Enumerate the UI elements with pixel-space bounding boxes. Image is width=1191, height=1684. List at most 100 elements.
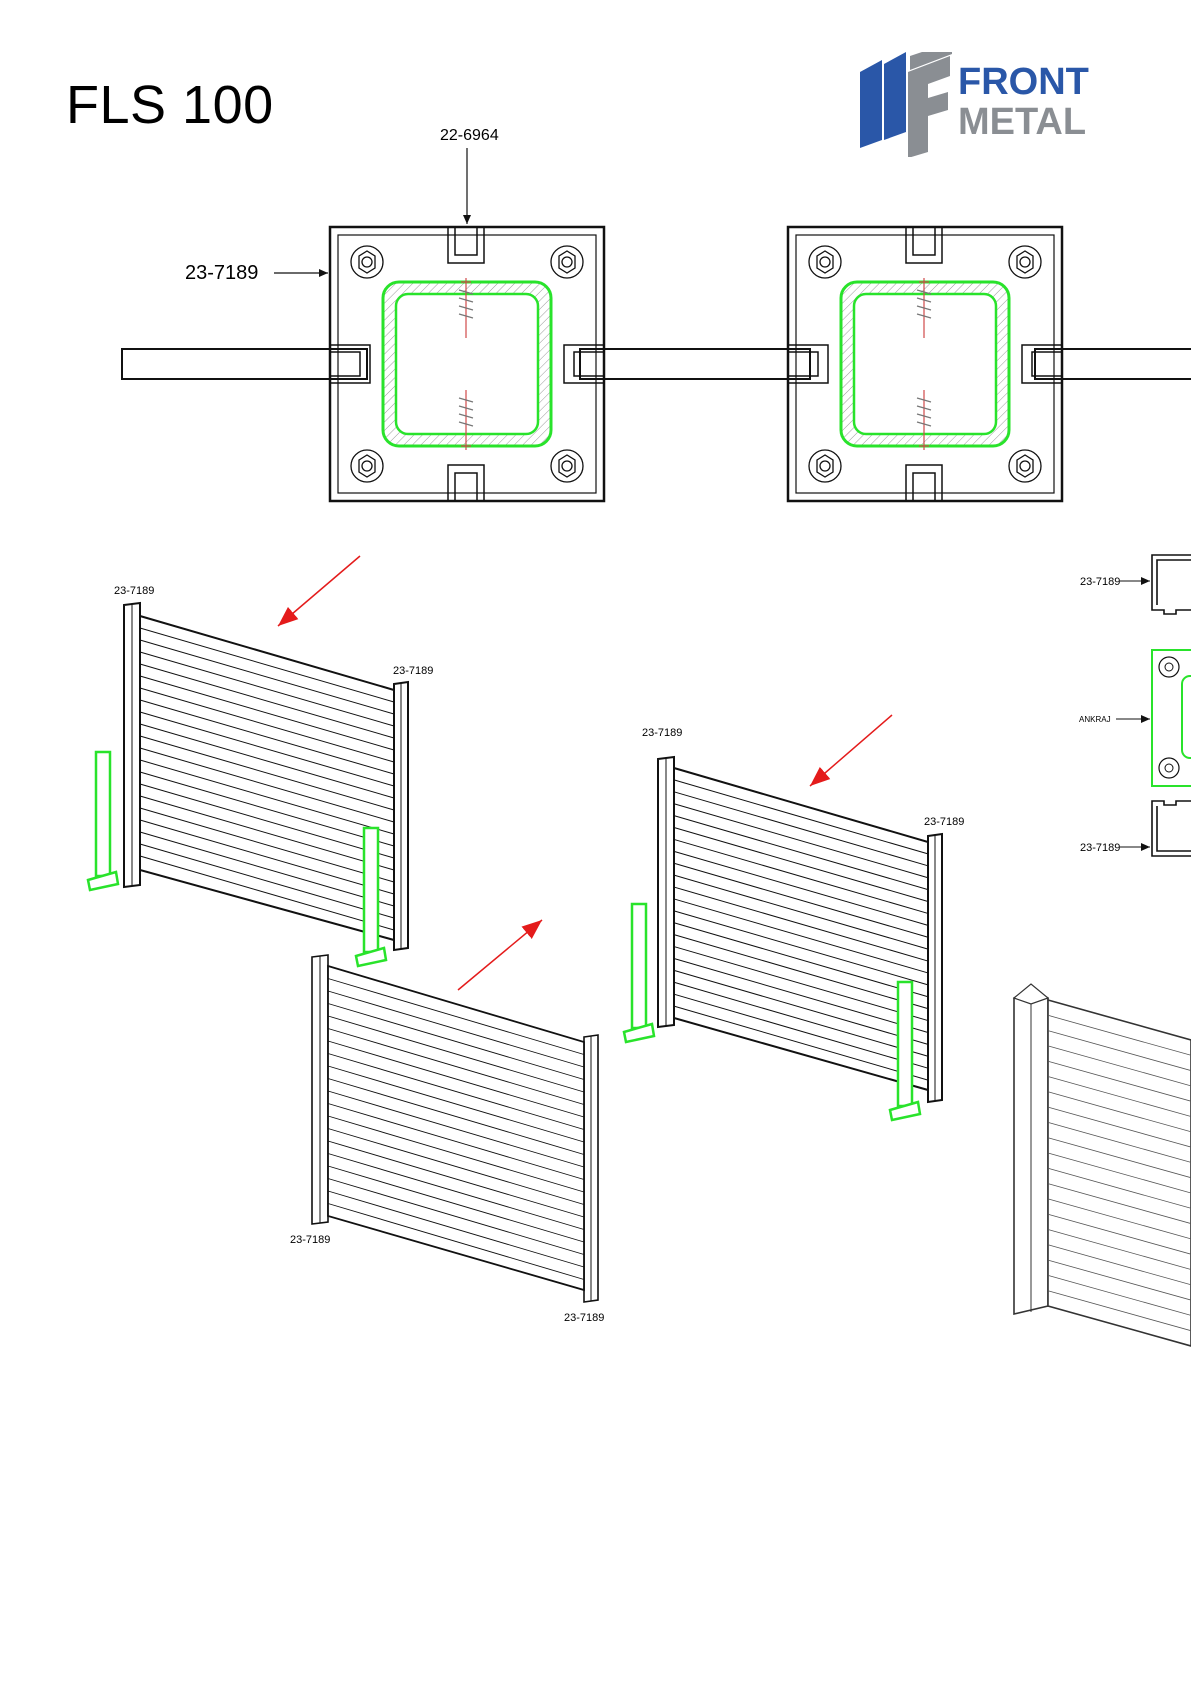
panel-slat <box>1047 1290 1191 1332</box>
green-post-c2 <box>888 980 922 1122</box>
panel-slat <box>1047 1122 1191 1163</box>
red-arrow-b <box>457 919 543 991</box>
panel-slat <box>673 827 929 903</box>
front-metal-logo: FRONT METAL <box>860 52 1089 157</box>
label-side-mid: ANKRAJ <box>1079 715 1111 724</box>
panel-section-middle <box>579 348 811 380</box>
panel-slat <box>673 969 929 1045</box>
panel-slat <box>1047 1045 1191 1087</box>
slats-c <box>673 779 929 1081</box>
panel-slat <box>673 862 929 938</box>
green-post-a1 <box>86 750 120 892</box>
panel-slat <box>139 771 395 847</box>
cross-section <box>121 148 1191 503</box>
red-arrow-c <box>809 714 893 787</box>
panel-slat <box>673 791 929 867</box>
panel-slat <box>673 898 929 974</box>
panel-slat <box>327 1115 585 1193</box>
panel-slat <box>327 1053 585 1130</box>
panel-slat <box>139 783 395 859</box>
panel-slat <box>139 855 395 931</box>
red-arrow-a <box>277 555 361 627</box>
panel-slat <box>673 886 929 962</box>
panel-slat <box>327 1153 585 1230</box>
slats-d <box>1047 1014 1191 1332</box>
side-profile-top <box>1151 554 1191 615</box>
panel-slat <box>673 922 929 998</box>
panel-slat <box>1047 1076 1191 1117</box>
post-section-b <box>786 225 1064 503</box>
panel-slat <box>139 843 395 919</box>
panel-slat <box>139 831 395 907</box>
panel-slat <box>673 910 929 986</box>
panel-slat <box>1047 1030 1191 1071</box>
panel-slat <box>327 1190 585 1268</box>
panel-slat <box>327 1140 585 1218</box>
post-section-a <box>328 225 606 503</box>
label-side-bot: 23-7189 <box>1080 842 1120 854</box>
slats-b <box>327 978 585 1280</box>
panel-slat <box>139 699 395 775</box>
panel-slat <box>327 1165 585 1243</box>
panel-slat <box>327 1203 585 1280</box>
panel-slat <box>327 1015 585 1093</box>
panel-slat <box>327 1178 585 1255</box>
panel-slat <box>1047 1213 1191 1255</box>
label-top-clip: 22-6964 <box>440 127 499 144</box>
panel-slat <box>139 807 395 883</box>
panel-slat <box>139 663 395 739</box>
panel-slat <box>1047 1152 1191 1194</box>
iso-panel-d <box>1012 983 1191 1347</box>
panel-slat <box>327 990 585 1068</box>
page-title: FLS 100 <box>66 75 274 135</box>
panel-slat <box>139 819 395 895</box>
panel-slat <box>1047 1275 1191 1316</box>
label-iso-b-right: 23-7189 <box>564 1312 604 1324</box>
iso-panel-c <box>657 755 943 1104</box>
label-iso-a-right: 23-7189 <box>393 665 433 677</box>
panel-slat <box>1047 1229 1191 1270</box>
panel-slat <box>673 993 929 1069</box>
panel-slat <box>139 651 395 727</box>
label-iso-a-top: 23-7189 <box>114 585 154 597</box>
panel-section-left <box>121 348 368 380</box>
panel-slat <box>673 981 929 1057</box>
panel-slat <box>327 1103 585 1180</box>
iso-panel-a <box>123 601 409 952</box>
panel-slat <box>139 747 395 823</box>
panel-slat <box>139 723 395 799</box>
panel-slat <box>673 850 929 926</box>
panel-slat <box>139 711 395 787</box>
panel-slat <box>139 675 395 751</box>
panel-slat <box>139 735 395 811</box>
label-iso-c-top: 23-7189 <box>642 727 682 739</box>
panel-slat <box>327 1078 585 1155</box>
panel-slat <box>327 978 585 1055</box>
panel-slat <box>673 874 929 950</box>
panel-slat <box>327 1028 585 1105</box>
panel-slat <box>1047 1167 1191 1209</box>
panel-slat <box>1047 1137 1191 1179</box>
side-profile-bottom <box>1151 800 1191 857</box>
label-section-post: 23-7189 <box>185 262 258 284</box>
panel-slat <box>327 1090 585 1168</box>
panel-slat <box>673 957 929 1033</box>
panel-slat <box>673 815 929 891</box>
label-side-top: 23-7189 <box>1080 576 1120 588</box>
panel-slat <box>139 795 395 871</box>
svg-text:METAL: METAL <box>958 101 1086 143</box>
svg-text:FRONT: FRONT <box>958 61 1089 103</box>
panel-slat <box>1047 1244 1191 1286</box>
panel-section-right <box>1034 348 1191 380</box>
panel-slat <box>1047 1106 1191 1148</box>
panel-slat <box>673 803 929 879</box>
green-post-a2 <box>354 826 388 968</box>
label-iso-b-left: 23-7189 <box>290 1234 330 1246</box>
panel-slat <box>673 1005 929 1081</box>
green-post-c1 <box>622 902 656 1044</box>
panel-slat <box>673 779 929 855</box>
panel-slat <box>327 1040 585 1118</box>
panel-slat <box>139 627 395 703</box>
panel-slat <box>1047 1014 1191 1056</box>
